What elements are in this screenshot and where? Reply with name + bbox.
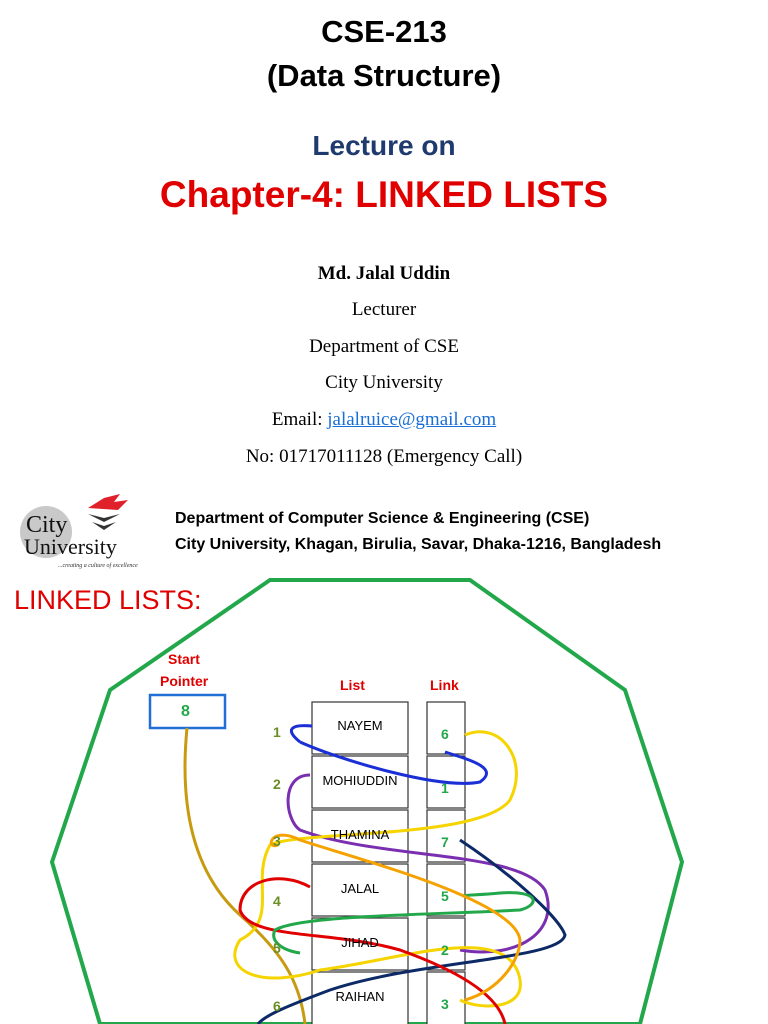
list-cell-name: NAYEM [337,718,383,733]
title-slide: CSE-213 (Data Structure) Lecture on Chap… [0,0,768,490]
row-index: 2 [273,776,281,792]
department-name-line: Department of Computer Science & Enginee… [175,510,590,527]
city-university-logo: City University ...creating a culture of… [20,494,138,569]
row-index: 5 [273,940,281,956]
start-pointer-box [148,693,227,730]
chapter-title: Chapter-4: LINKED LISTS [159,174,609,215]
link-cell-value: 6 [441,726,449,742]
navy-link-curve [256,838,567,1024]
orange-link-curve [269,833,522,1002]
row-index: 4 [273,893,281,909]
list-cell-name: JIHAD [341,935,379,950]
start-pointer-value: 8 [181,703,190,720]
list-cell-name: THAMINA [330,827,390,842]
lecturer-university: City University [325,372,443,393]
red-link-curve [238,877,507,1024]
start-label: Start [168,651,200,667]
lecturer-designation: Lecturer [351,299,417,320]
link-cell-value: 7 [441,834,449,850]
logo-tagline: ...creating a culture of excellence [58,562,138,569]
list-cell-name: JALAL [340,881,380,896]
pointer-label: Pointer [160,673,209,689]
university-address-line: City University, Khagan, Birulia, Savar,… [175,536,662,553]
list-cell-name: RAIHAN [335,989,385,1004]
link-cell-value: 5 [441,888,449,904]
green-link-curve [272,891,535,955]
lecturer-name: Md. Jalal Uddin [317,263,451,284]
logo-word-city: City [26,512,67,538]
row-index: 6 [273,998,281,1014]
yellow-link-curve [233,730,522,1008]
lecture-on-label: Lecture on [312,130,456,161]
email-link[interactable]: jalalruice@gmail.com [327,409,497,430]
linked-lists-heading: LINKED LISTS: [14,585,202,615]
phone-line: No: 01717011128 (Emergency Call) [245,446,523,467]
list-header: List [340,677,365,693]
course-code: CSE-213 [321,14,447,49]
blue-link-curve [289,724,488,785]
row-index: 3 [273,833,281,849]
email-label: Email: [271,409,328,430]
course-name: (Data Structure) [266,58,502,93]
lecturer-department: Department of CSE [309,336,459,357]
row-index: 1 [273,724,281,740]
link-cell-value: 2 [441,942,449,958]
octagon-frame [49,578,685,1024]
link-header: Link [430,677,459,693]
link-cell-value: 3 [441,996,449,1012]
link-cell-value: 1 [441,780,449,796]
email-line: Email: jalalruice@gmail.com [0,409,768,431]
purple-link-curve [286,773,550,954]
list-cell-name: MOHIUDDIN [322,773,398,788]
department-footer: City University ...creating a culture of… [0,490,768,580]
logo-word-university: University [24,534,117,559]
start-pointer-arrow [183,727,307,1024]
